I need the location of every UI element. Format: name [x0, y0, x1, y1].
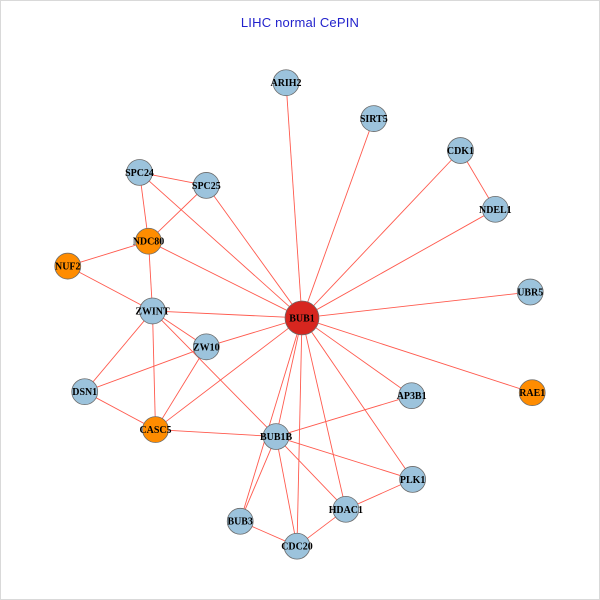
node-CDC20[interactable] — [283, 532, 311, 560]
edge-DSN1-CASC5 — [84, 391, 156, 430]
edge-BUB1-ARIH2 — [285, 82, 303, 318]
edge-NDC80-NUF2 — [67, 240, 149, 267]
edge-BUB1-PLK1 — [301, 317, 413, 480]
edge-SPC25-NDC80 — [148, 185, 207, 242]
node-DSN1[interactable] — [71, 378, 99, 406]
node-SPC24[interactable] — [126, 159, 153, 186]
edge-ZWINT-BUB1B — [152, 310, 277, 437]
edge-BUB1B-AP3B1 — [275, 395, 412, 437]
edge-BUB1-CASC5 — [155, 317, 303, 430]
node-ARIH2[interactable] — [272, 69, 300, 97]
edge-BUB1-RAE1 — [301, 317, 533, 394]
edge-BUB1B-BUB3 — [239, 436, 277, 522]
edge-ZW10-DSN1 — [84, 346, 207, 393]
edge-BUB1-NDC80 — [148, 240, 303, 319]
node-NDEL1[interactable] — [481, 195, 509, 223]
edge-CASC5-BUB1B — [155, 429, 277, 437]
node-ZWINT[interactable] — [139, 297, 166, 325]
node-SPC25[interactable] — [192, 172, 220, 199]
edge-BUB1B-HDAC1 — [275, 436, 347, 510]
edge-BUB1-CDK1 — [301, 150, 461, 319]
node-CDK1[interactable] — [447, 137, 474, 164]
node-NDC80[interactable] — [135, 227, 162, 255]
node-BUB1B[interactable] — [262, 423, 290, 450]
edge-BUB1-SPC24 — [139, 172, 303, 319]
nodes-layer: ARIH2SIRT5CDK1SPC24SPC25NDEL1NDC80NUF2UB… — [54, 69, 546, 560]
node-BUB3[interactable] — [226, 507, 254, 535]
edge-BUB1-HDAC1 — [301, 317, 347, 510]
edge-BUB1-NDEL1 — [301, 208, 496, 319]
chart-title: LIHC normal CePIN — [240, 15, 360, 30]
node-SIRT5[interactable] — [360, 105, 388, 132]
edge-BUB1-AP3B1 — [301, 317, 412, 397]
node-UBR5[interactable] — [516, 278, 544, 306]
node-CASC5[interactable] — [142, 416, 169, 443]
edge-NUF2-ZWINT — [67, 265, 153, 312]
edge-ZWINT-CASC5 — [152, 310, 156, 430]
edge-BUB1B-CDC20 — [275, 436, 298, 547]
node-PLK1[interactable] — [399, 466, 426, 493]
edge-BUB1B-PLK1 — [275, 436, 413, 480]
edge-BUB1-CDC20 — [296, 317, 303, 547]
edge-BUB1-SIRT5 — [301, 118, 375, 319]
edge-BUB1-ZWINT — [152, 310, 303, 319]
edge-ZWINT-DSN1 — [84, 310, 153, 392]
edge-ZW10-CASC5 — [155, 346, 207, 430]
edge-BUB1-SPC25 — [205, 185, 303, 319]
node-RAE1[interactable] — [518, 379, 546, 407]
node-HDAC1[interactable] — [332, 495, 360, 523]
node-BUB1[interactable] — [284, 300, 320, 336]
node-ZW10[interactable] — [192, 333, 220, 361]
edge-BUB1-BUB3 — [239, 317, 303, 522]
node-NUF2[interactable] — [54, 252, 82, 280]
edge-BUB1-UBR5 — [301, 291, 531, 319]
node-AP3B1[interactable] — [398, 382, 425, 410]
edge-BUB1-BUB1B — [275, 317, 303, 437]
